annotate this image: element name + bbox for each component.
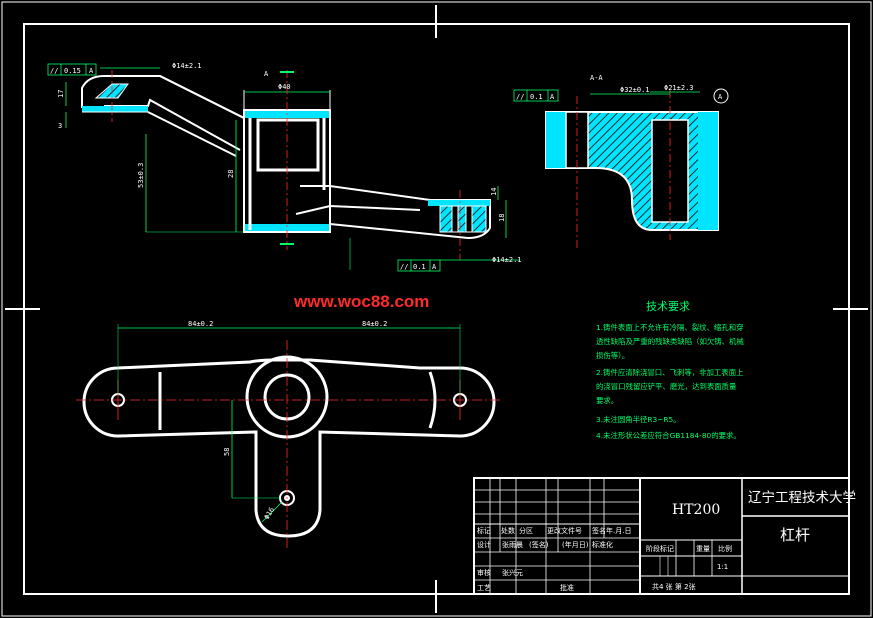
scale-value: 1:1	[717, 563, 728, 571]
design-label: 设计	[477, 540, 491, 549]
tol-1-ref: A	[89, 67, 94, 75]
tol-1-val: 0.15	[64, 67, 81, 75]
standard-label: 标准化	[592, 540, 613, 549]
part-name: 杠杆	[780, 526, 810, 544]
tech-req-line-6: 要求。	[596, 396, 618, 405]
tech-req-line-7: 3.未注圆角半径R3~R5。	[596, 415, 681, 424]
stage-label: 阶段标记	[646, 544, 674, 553]
tech-req-title: 技术要求	[646, 300, 690, 313]
process-label: 工艺	[477, 584, 491, 592]
designer-name: 张雨晨	[502, 540, 523, 549]
sheet-count: 共4 张 第 2张	[652, 582, 696, 591]
tol-2-sym: //	[516, 93, 524, 101]
dim-left-bore: Φ14±2.1	[172, 62, 202, 70]
tech-req-line-4: 2.铸件应清除浇冒口、飞刺等，非加工表面上	[596, 368, 744, 377]
row-label-0: 标记	[477, 526, 491, 535]
scale-label: 比例	[718, 544, 732, 553]
title-block-texts: HT200 辽宁工程技术大学 杠杆 标记 处数 分区 更改文件号 签名 年.月.…	[477, 489, 856, 592]
dim-small-17: 17	[57, 90, 65, 98]
material-text: HT200	[672, 502, 720, 518]
tol-3-ref: A	[432, 263, 437, 271]
tolerance-frame-2: // 0.1 A	[513, 89, 559, 102]
row-label-3: 更改文件号	[547, 526, 582, 535]
dim-top-width: Φ40	[278, 83, 291, 91]
row-label-1: 处数	[501, 526, 515, 535]
dim-hole-dia: Φ16	[263, 506, 276, 521]
dim-small-18: 18	[498, 214, 506, 222]
tol-2-val: 0.1	[530, 93, 543, 101]
tol-3-sym: //	[400, 263, 408, 271]
tol-1-sym: //	[50, 67, 58, 75]
tech-req-line-5: 的浇冒口残留应铲平、磨光，达到表面质量	[596, 382, 737, 391]
checker-name: 张兴元	[502, 568, 523, 577]
dim-height-main: 28	[227, 170, 235, 178]
dimension-texts: Φ40 Φ14±2.1 28 53±0.3 17 3 14 18 Φ14±2.1…	[57, 62, 729, 521]
tol-2-ref: A	[550, 93, 555, 101]
dim-small-3: 3	[58, 122, 62, 130]
dim-plan-left: 84±0.2	[188, 320, 213, 328]
view-marker: A	[264, 70, 269, 78]
dim-section-bore: Φ21±2.3	[664, 84, 694, 92]
weight-label: 重量	[696, 545, 710, 553]
tol-3-val: 0.1	[413, 263, 426, 271]
title-block	[473, 477, 850, 595]
tech-req-line-3: 损伤等）。	[596, 351, 629, 360]
section-label: A-A	[590, 74, 603, 82]
dim-right-bore: Φ14±2.1	[492, 256, 522, 264]
section-a-a-view	[545, 90, 719, 250]
tech-req-line-1: 1.铸件表面上不允许有冷隔、裂纹、缩孔和穿	[596, 323, 743, 332]
design-sign: (签名)	[529, 540, 549, 549]
design-date: (年月日)	[562, 540, 589, 549]
dim-section-width: Φ32±0.1	[620, 86, 650, 94]
dim-plan-down: 58	[223, 448, 231, 456]
plan-view	[76, 324, 500, 548]
watermark-text: www.woc88.com	[293, 292, 429, 311]
dim-height-left: 53±0.3	[137, 163, 145, 188]
school-name: 辽宁工程技术大学	[748, 489, 856, 506]
callout-circle-label: A	[718, 93, 723, 101]
front-section-view	[65, 67, 520, 270]
technical-requirements: 技术要求 1.铸件表面上不允许有冷隔、裂纹、缩孔和穿 透性缺陷及严重的残缺类缺陷…	[596, 300, 744, 440]
tolerance-frame-1: // 0.15 A	[47, 63, 97, 76]
approve-label: 批准	[560, 583, 574, 592]
row-label-4: 签名	[592, 526, 606, 535]
dim-small-14: 14	[490, 188, 498, 196]
tech-req-line-8: 4.未注形状公差应符合GB1184-80的要求。	[596, 431, 741, 440]
tolerance-frame-3: // 0.1 A	[397, 259, 441, 272]
check-label: 审核	[477, 568, 491, 577]
dim-plan-right: 84±0.2	[362, 320, 387, 328]
tech-req-line-2: 透性缺陷及严重的残缺类缺陷（如欠铸、机械	[596, 337, 744, 346]
row-label-2: 分区	[519, 526, 533, 535]
row-label-5: 年.月.日	[606, 526, 631, 535]
